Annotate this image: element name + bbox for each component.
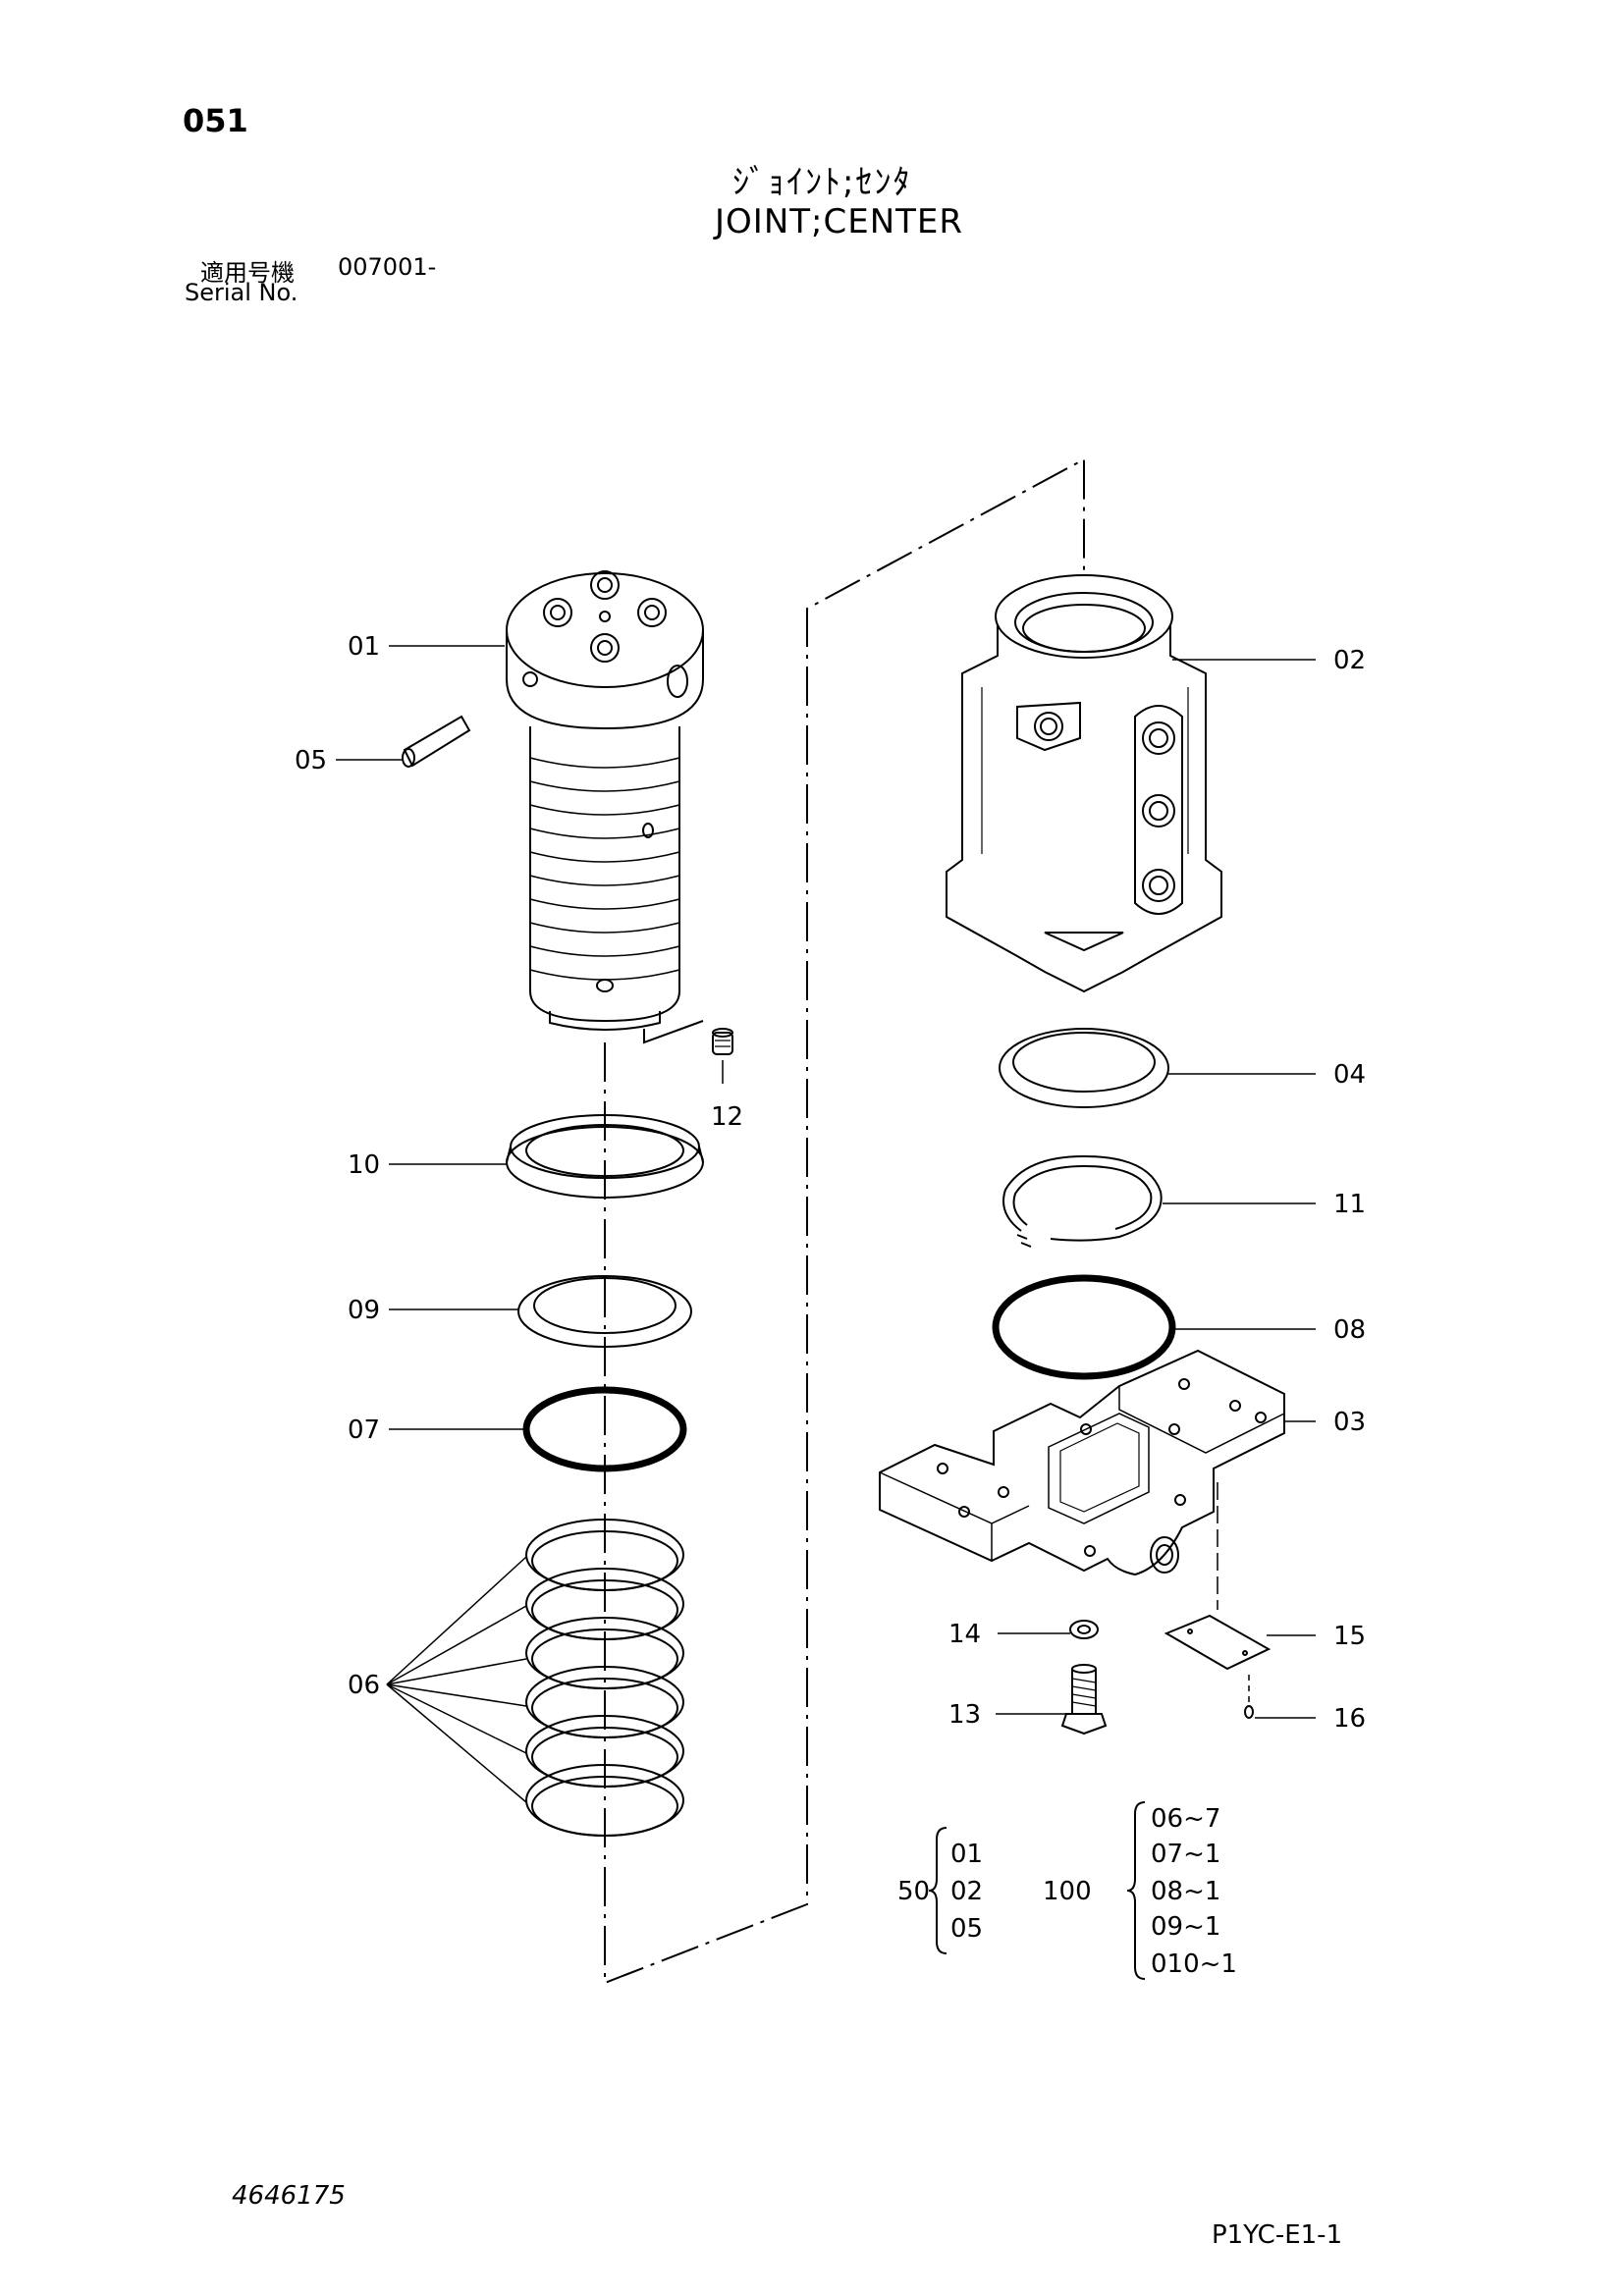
kit-50-item: 01 <box>950 1840 983 1869</box>
part-01-rotor-shaft <box>506 570 704 1031</box>
kit-100-item: 09~1 <box>1151 1912 1220 1942</box>
kit-50-item: 02 <box>950 1877 983 1906</box>
kit-100-item: 010~1 <box>1151 1949 1237 1979</box>
page-title: JOINT;CENTER <box>715 202 964 241</box>
part-04-seal <box>999 1028 1169 1108</box>
part-02-body <box>946 574 1222 993</box>
callout-03: 03 <box>1333 1408 1366 1437</box>
callout-01: 01 <box>348 632 380 662</box>
kit-50-brace <box>928 1827 947 1954</box>
serial-label: Serial No. <box>185 279 298 306</box>
part-14-washer <box>1069 1620 1099 1639</box>
page-code: P1YC-E1-1 <box>1212 2220 1343 2250</box>
part-12-plug <box>643 1020 733 1055</box>
part-11-retaining-ring <box>1002 1154 1163 1248</box>
callout-13: 13 <box>948 1700 981 1730</box>
callout-labels: 01 05 12 10 09 07 06 02 04 11 08 03 14 1… <box>295 632 1366 1734</box>
part-03-cover <box>879 1349 1285 1576</box>
part-09-ring <box>517 1275 692 1348</box>
kit-100-quantity: 100 <box>1043 1877 1092 1906</box>
kit-50-quantity: 50 <box>897 1877 930 1906</box>
callout-14: 14 <box>948 1620 981 1649</box>
kit-100-item: 08~1 <box>1151 1877 1220 1906</box>
callout-leaders <box>336 645 1316 1803</box>
document-number: 4646175 <box>232 2181 346 2211</box>
callout-16: 16 <box>1333 1704 1366 1734</box>
callout-12: 12 <box>711 1102 743 1132</box>
part-13-bolt <box>1060 1664 1108 1735</box>
assembly-center-line <box>604 457 1085 1985</box>
kit-50-item: 05 <box>950 1914 983 1944</box>
callout-02: 02 <box>1333 646 1366 675</box>
callout-07: 07 <box>348 1415 380 1445</box>
callout-10: 10 <box>348 1150 380 1180</box>
kit-100-brace <box>1126 1801 1146 1980</box>
callout-08: 08 <box>1333 1315 1366 1345</box>
page-number: 051 <box>183 102 248 139</box>
kit-100: 100 06~7 07~1 08~1 09~1 010~1 <box>1043 1801 1237 1980</box>
part-06-seal-rings <box>525 1519 684 1837</box>
part-15-plate <box>1164 1614 1272 1671</box>
callout-11: 11 <box>1333 1190 1366 1219</box>
callout-15: 15 <box>1333 1622 1366 1651</box>
part-16-rivet <box>1244 1675 1254 1719</box>
callout-05: 05 <box>295 746 327 775</box>
callout-06: 06 <box>348 1671 380 1700</box>
part-05-pin <box>402 715 471 768</box>
kit-100-item: 07~1 <box>1151 1840 1220 1869</box>
serial-label-japanese: 適用号機 <box>200 259 295 287</box>
part-08-o-ring <box>992 1274 1176 1380</box>
kit-100-item: 06~7 <box>1151 1804 1220 1834</box>
kit-50: 50 01 02 05 <box>897 1827 983 1954</box>
page-title-japanese: ｼﾞｮｲﾝﾄ;ｾﾝﾀ <box>732 163 912 202</box>
callout-04: 04 <box>1333 1060 1366 1090</box>
serial-number-value: 007001- <box>338 253 437 281</box>
callout-09: 09 <box>348 1296 380 1325</box>
part-10-seal <box>506 1114 704 1199</box>
